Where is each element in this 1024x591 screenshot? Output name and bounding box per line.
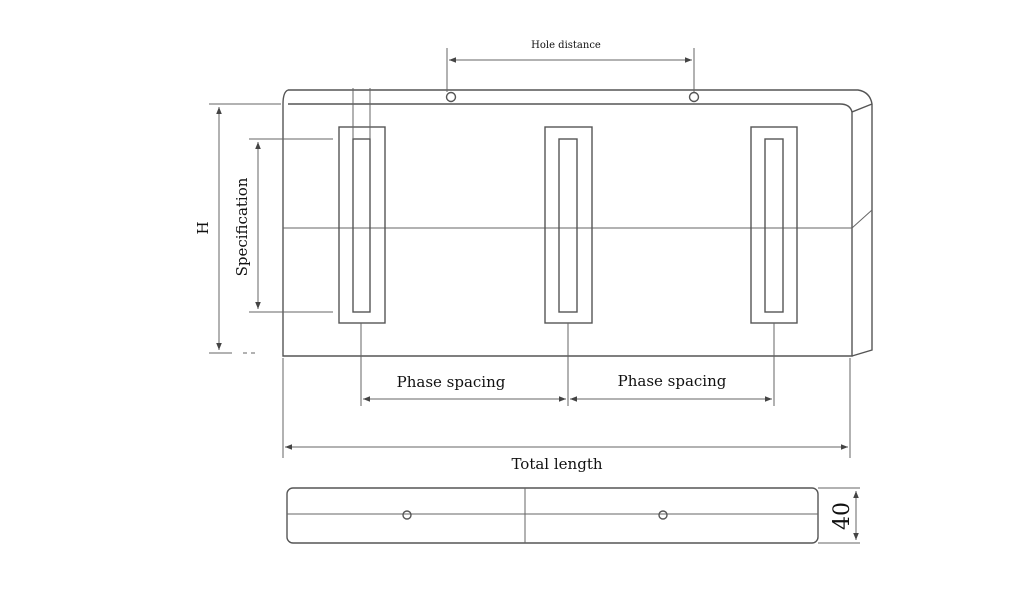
phase-spacing-right-label: Phase spacing [618, 372, 727, 390]
busbar-slot-middle [544, 126, 593, 324]
mounting-hole-left [445, 91, 457, 103]
body-chamfer-top [287, 103, 853, 113]
specification-dimension: Specification [233, 138, 333, 313]
plan-hole-right [658, 510, 668, 520]
thickness-label: 40 [830, 502, 855, 530]
plan-view-outline [286, 487, 819, 544]
busbar-slot-left [338, 126, 386, 324]
body-top-edge [288, 89, 873, 357]
body-mid-line-side [851, 209, 873, 229]
hole-distance-label: Hole distance [531, 40, 601, 51]
plan-view [286, 487, 819, 544]
busbar-slot-right [750, 126, 798, 324]
specification-label: Specification [233, 177, 251, 276]
phase-spacing-left-label: Phase spacing [397, 373, 506, 391]
height-dimension: H [194, 103, 281, 354]
hole-distance-dimension: Hole distance [446, 40, 695, 92]
thickness-dimension: 40 [818, 487, 860, 544]
phase-spacing-dimension: Phase spacing Phase spacing [360, 323, 775, 406]
total-length-label: Total length [511, 455, 602, 473]
height-label: H [194, 221, 212, 234]
slot-width-extension [352, 88, 371, 139]
total-length-dimension: Total length [282, 358, 851, 473]
body-front-face [282, 89, 873, 357]
front-view [282, 89, 873, 357]
mounting-hole-right [688, 91, 700, 103]
plan-hole-left [402, 510, 412, 520]
